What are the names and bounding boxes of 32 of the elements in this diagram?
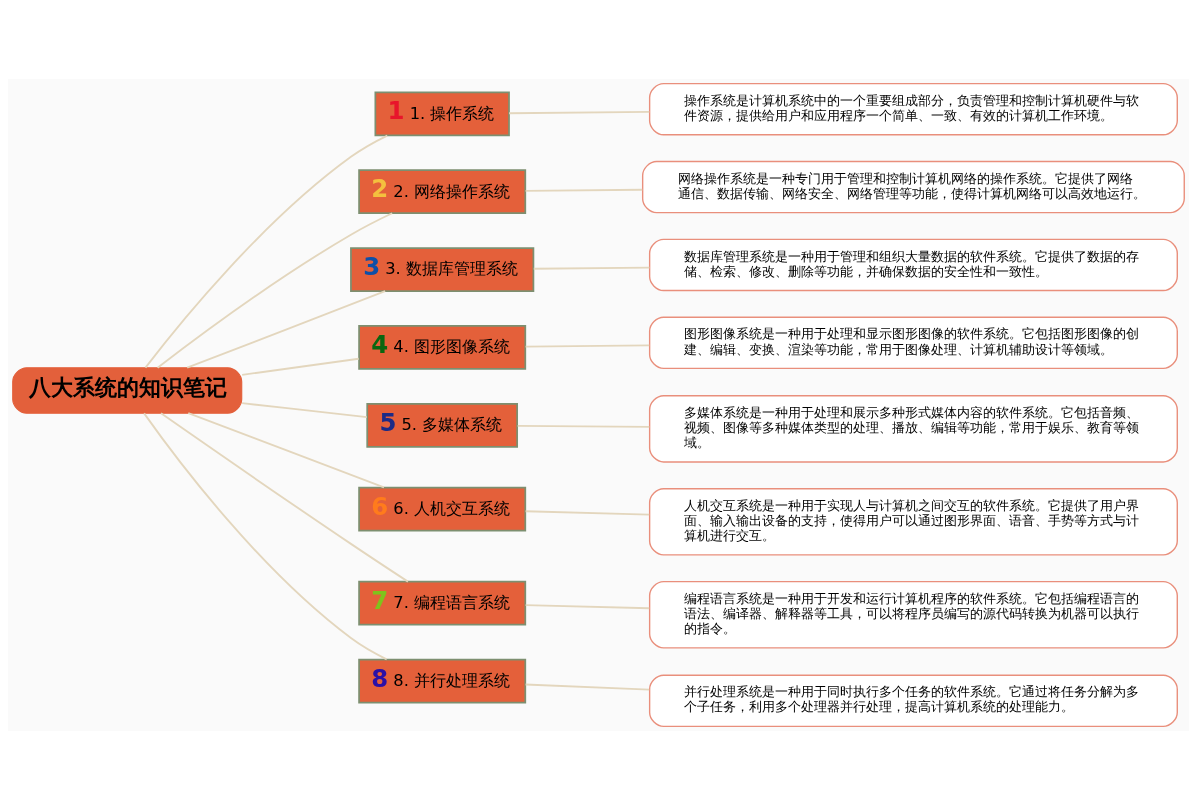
node-box: 操作系统是计算机系统中的一个重要组成部分，负责管理和控制计算机硬件与软件资源，提供给用户和应用程序一个简单、一致、有效的计算机工作环境。: [648, 82, 1178, 136]
connector: [524, 683, 651, 691]
node-box: 2 2. 网络操作系统: [358, 169, 527, 215]
connector: [508, 110, 651, 115]
connector: [241, 402, 368, 418]
connector: [532, 266, 651, 270]
node-box: 网络操作系统是一种专门用于管理和控制计算机网络的操作系统。它提供了网络通信、数据传输、网络安全、网络管理等功能，使得计算机网络可以高效地运行。: [641, 160, 1185, 214]
connector: [516, 424, 651, 428]
connector: [187, 412, 385, 489]
node-box: 八大系统的知识笔记: [12, 367, 243, 414]
connector: [524, 510, 651, 516]
node-box: 编程语言系统是一种用于开发和运行计算机程序的软件系统。它包括编程语言的语法、编译器、解释器等工具，可以将程序员编写的源代码转换为机器可以执行的指令。: [648, 580, 1178, 649]
node-box: 8 8. 并行处理系统: [358, 658, 527, 704]
node-box: 数据库管理系统是一种用于管理和组织大量数据的软件系统。它提供了数据的存储、检索、修改、删除等功能，并确保数据的安全性和一致性。: [648, 238, 1178, 292]
node-box: 人机交互系统是一种用于实现人与计算机之间交互的软件系统。它提供了用户界面、输入输出设备的支持，使得用户可以通过图形界面、语音、手势等方式与计算机进行交互。: [648, 488, 1178, 556]
connector: [241, 357, 360, 376]
node-box: 图形图像系统是一种用于处理和显示图形图像的软件系统。它包括图形图像的创建、编辑、变换、渲染等功能，常用于图像处理、计算机辅助设计等领域。: [648, 316, 1178, 370]
connector: [156, 212, 394, 369]
node-box: 3 3. 数据库管理系统: [350, 247, 535, 292]
node-box: 多媒体系统是一种用于处理和展示多种形式媒体内容的软件系统。它包括音频、视频、图像等多种媒体类型的处理、播放、编辑等功能，常用于娱乐、教育等领域。: [648, 395, 1178, 463]
connector: [160, 412, 409, 583]
node-box: 5 5. 多媒体系统: [366, 402, 518, 448]
connector: [524, 188, 644, 192]
node-box: 7 7. 编程语言系统: [358, 580, 527, 626]
connector: [186, 290, 387, 369]
node-box: 1 1. 操作系统: [374, 91, 510, 137]
connector: [524, 604, 651, 610]
connector: [144, 134, 389, 369]
node-box: 4 4. 图形图像系统: [358, 325, 527, 370]
connector: [143, 412, 388, 661]
node-box: 并行处理系统是一种用于同时执行多个任务的软件系统。它通过将任务分解为多个子任务，利用多个处理器并行处理，提高计算机系统的处理能力。: [648, 674, 1178, 728]
connector: [524, 344, 651, 348]
